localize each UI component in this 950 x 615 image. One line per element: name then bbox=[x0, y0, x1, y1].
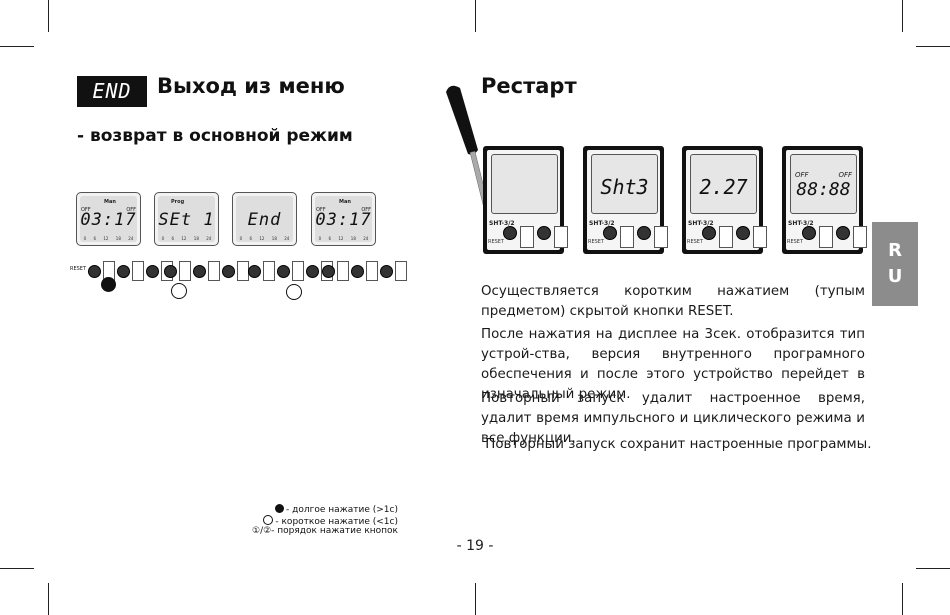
paragraph: После нажатия на дисплее на 3сек. отобра… bbox=[481, 327, 865, 402]
crop-mark bbox=[475, 583, 476, 615]
long-press-marker bbox=[101, 277, 116, 292]
page-number: - 19 - bbox=[456, 538, 494, 554]
timer-buttons bbox=[164, 260, 249, 282]
crop-mark bbox=[475, 0, 476, 32]
paragraph: Осуществляется коротким нажатием (тупым … bbox=[481, 284, 865, 319]
crop-mark bbox=[916, 46, 950, 47]
timer-device: Sht3 SHT-3/2 RESET bbox=[583, 146, 668, 254]
short-press-marker bbox=[171, 283, 187, 299]
paragraph: Повторный запуск удалит настроенное врем… bbox=[481, 391, 865, 446]
crop-mark bbox=[902, 0, 903, 32]
timer-device: 2.27 SHT-3/2 RESET bbox=[682, 146, 767, 254]
legend-short-press: - короткое нажатие (<1с) bbox=[263, 515, 398, 527]
crop-mark bbox=[48, 0, 49, 32]
crop-mark bbox=[48, 583, 49, 615]
timer-device: OFF OFF 88:88 SHT-3/2 RESET bbox=[782, 146, 867, 254]
legend-long-press: - долгое нажатие (>1с) bbox=[275, 504, 398, 515]
crop-mark bbox=[0, 46, 34, 47]
short-press-marker bbox=[286, 284, 302, 300]
crop-mark bbox=[0, 568, 34, 569]
timer-buttons bbox=[248, 260, 333, 282]
end-display-badge: END bbox=[77, 76, 147, 107]
reset-label: RESET bbox=[70, 266, 87, 272]
timer-buttons bbox=[322, 260, 407, 282]
return-main-mode-subtitle: - возврат в основной режим bbox=[77, 126, 353, 146]
crop-mark bbox=[916, 568, 950, 569]
timer-device: SHT-3/2 RESET bbox=[483, 146, 568, 254]
paragraph: Повторный запуск сохранит настроенные пр… bbox=[481, 437, 872, 452]
exit-menu-title: Выход из меню bbox=[157, 74, 345, 98]
legend-order: ①/②- порядок нажатие кнопок bbox=[252, 526, 398, 536]
crop-mark bbox=[902, 583, 903, 615]
timer-buttons bbox=[88, 260, 173, 282]
restart-title: Рестарт bbox=[481, 74, 577, 98]
